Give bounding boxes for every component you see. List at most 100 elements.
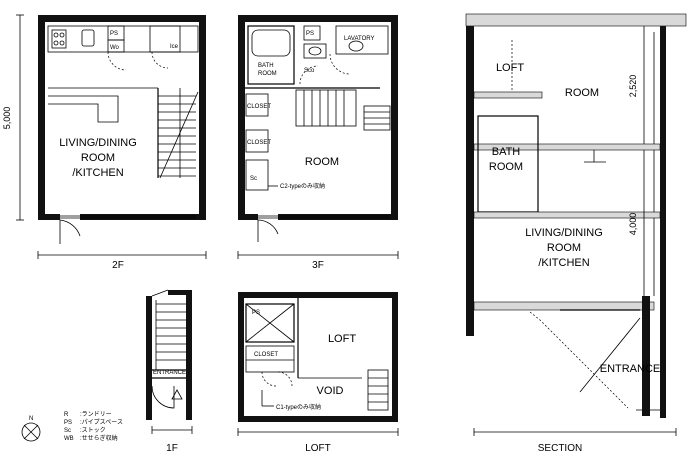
loft-ps-tag: PS (252, 310, 260, 316)
legend-text-3: :ストック (80, 427, 106, 434)
plan-1f: ENTRANCE 1F (146, 289, 193, 454)
1f-entry-door (151, 385, 175, 409)
plan-2f: PS Wo Ice LIVING/DINING RO (2, 14, 207, 271)
3f-room-label: ROOM (305, 156, 339, 168)
3f-door-swing-a (329, 53, 351, 75)
section-roof-slab (465, 13, 687, 27)
legend-code-2: PS (64, 420, 72, 426)
2f-dim-height: 5,000 (2, 107, 12, 130)
3f-closet-1 (245, 93, 269, 117)
3f-door-swing-b (299, 65, 319, 85)
3f-wall-left (238, 15, 245, 220)
1f-wall-left (146, 296, 152, 386)
loft-void-label: VOID (317, 385, 344, 397)
loft-wall-bottom (238, 416, 398, 422)
section-3f-floor (473, 143, 661, 151)
section-bath-label-2: ROOM (489, 161, 523, 173)
3f-closet-label-1: CLOSET (247, 104, 271, 110)
section-entrance-label: ENTRANCE (600, 363, 661, 375)
3f-lavatory-box (335, 25, 389, 55)
section-living-label-3: /KITCHEN (538, 257, 589, 269)
section-loft-floor (473, 91, 543, 99)
loft-ladder (367, 369, 389, 411)
3f-stair (295, 89, 391, 131)
2f-wall-right (199, 15, 206, 220)
3f-storage-mark: Sc (250, 176, 257, 182)
3f-entry-door (257, 219, 279, 242)
section-caption: SECTION (538, 443, 582, 454)
loft-closet-label: CLOSET (254, 352, 278, 358)
2f-stove (51, 29, 67, 49)
section-dim-lower: 4,000 (628, 213, 638, 236)
3f-lavatory-label: LAVATORY (344, 36, 374, 42)
legend-text-4: :せせらぎ収納 (80, 434, 118, 442)
3f-toilet (348, 40, 364, 52)
2f-room-label-1: LIVING/DINING (59, 137, 137, 149)
3f-bath-enclosure (247, 25, 295, 85)
plan-loft: PS CLOSET C1-typeのみ収納 LOFT VOID LOFT (237, 292, 399, 454)
1f-caption: 1F (166, 443, 178, 454)
section-room-label: ROOM (565, 87, 599, 99)
1f-wall-right (186, 290, 192, 420)
3f-bath-label-2: ROOM (258, 71, 277, 77)
2f-entry-door (59, 219, 81, 244)
3f-caption: 3F (312, 260, 324, 271)
3f-bathtub (251, 29, 291, 57)
3f-ps-tag: PS (306, 31, 314, 37)
2f-wall-top (38, 15, 206, 22)
loft-caption: LOFT (305, 443, 331, 454)
2f-island (48, 95, 119, 123)
2f-door-swing-a (107, 51, 127, 71)
section-wall-right (660, 26, 666, 296)
2f-wm-box (107, 39, 125, 53)
1f-up-arrow-icon (171, 389, 183, 400)
1f-entrance-label: ENTRANCE (153, 370, 186, 376)
2f-fridge (149, 25, 181, 53)
legend-code-4: WB (64, 436, 74, 442)
legend-text-1: :ランドリー (80, 411, 112, 418)
3f-closet-2 (245, 129, 269, 153)
legend-code-3: Sc (64, 428, 71, 434)
section-loft-label: LOFT (496, 62, 524, 74)
2f-stair (157, 88, 199, 179)
1f-stair (151, 289, 186, 370)
2f-room-label-3: /KITCHEN (72, 167, 123, 179)
north-compass-icon (21, 422, 41, 442)
loft-wall-right (392, 292, 398, 422)
2f-wm-tag: Wo (110, 45, 120, 51)
2f-ice-tag: Ice (170, 44, 179, 50)
3f-wall-bottom-left (238, 214, 258, 220)
section-stair (529, 311, 629, 409)
loft-ps-box (245, 303, 295, 343)
2f-caption: 2F (112, 260, 124, 271)
2f-sink (81, 29, 95, 47)
3f-washbasin (303, 43, 327, 59)
legend-text-2: :パイプスペース (80, 419, 123, 426)
section-living-label-2: ROOM (547, 242, 581, 254)
3f-storage-note: C2-typeのみ収納 (280, 182, 325, 190)
section-1f-floor (473, 301, 655, 311)
loft-wall-left (238, 292, 244, 422)
section-dim-upper: 2,520 (628, 75, 638, 98)
section-bath-label-1: BATH (492, 146, 521, 158)
2f-door-swing-b (151, 51, 169, 69)
2f-room-label-2: ROOM (81, 152, 115, 164)
north-label: N (29, 416, 33, 422)
2f-wall-bottom-left (38, 214, 60, 220)
legend-code-1: R (64, 412, 69, 418)
section-drawing: LOFT ROOM BATH ROOM LIVING/DINING ROOM /… (465, 13, 687, 454)
3f-ps-box (303, 25, 321, 41)
3f-bath-label-1: BATH (258, 63, 274, 69)
3f-wall-right (391, 15, 398, 220)
3f-closet-label-2: CLOSET (247, 140, 271, 146)
plan-3f: BATH ROOM PS Sco LAVATORY (237, 15, 399, 271)
2f-wall-bottom-right (80, 214, 206, 220)
1f-wall-top (168, 290, 192, 295)
3f-storage (245, 159, 269, 191)
loft-note: C1-typeのみ収納 (276, 403, 321, 411)
3f-wall-top (238, 15, 398, 22)
2f-ps-tag: PS (110, 31, 118, 37)
2f-wall-left (38, 15, 45, 220)
section-living-label-1: LIVING/DINING (525, 227, 603, 239)
